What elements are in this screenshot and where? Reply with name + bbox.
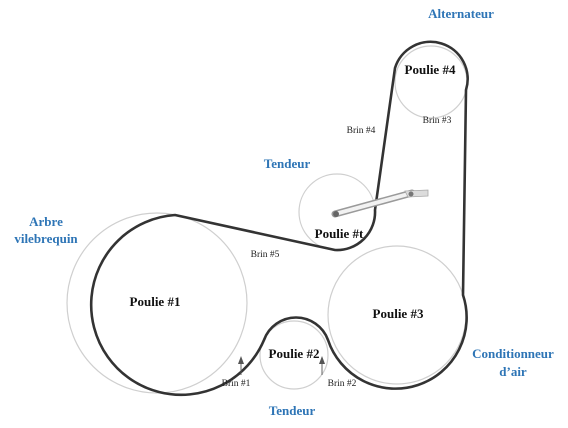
pulley-1-label: Poulie #1 — [130, 294, 181, 309]
ac-compressor-label-line1: Conditionneur — [472, 346, 554, 361]
pulley-3-label: Poulie #3 — [373, 306, 424, 321]
ac-compressor-label-line2: d’air — [499, 364, 527, 379]
tensioner-bottom-label: Tendeur — [269, 403, 316, 418]
crankshaft-label-line1: Arbre — [29, 214, 63, 229]
span-2-label: Brin #2 — [328, 379, 357, 389]
drive-belt — [89, 40, 469, 397]
pulley-4-label: Poulie #4 — [405, 62, 456, 77]
span-1-label: Brin #1 — [222, 379, 251, 389]
crankshaft-label-line2: vilebrequin — [14, 231, 78, 246]
pulley-t-label: Poulie #t — [315, 226, 364, 241]
arrow-brin2 — [319, 356, 325, 375]
tensioner-arm — [331, 189, 429, 218]
alternator-label: Alternateur — [428, 6, 494, 21]
span-4-label: Brin #4 — [347, 126, 376, 136]
pulley-4 — [394, 45, 468, 119]
pulley-2 — [259, 320, 329, 390]
tensioner-top-label: Tendeur — [264, 156, 311, 171]
span-5-label: Brin #5 — [251, 250, 280, 260]
span-3-label: Brin #3 — [423, 116, 452, 126]
pulley-1 — [66, 212, 248, 394]
pulley-2-label: Poulie #2 — [269, 346, 320, 361]
arrow-brin1 — [238, 356, 244, 375]
